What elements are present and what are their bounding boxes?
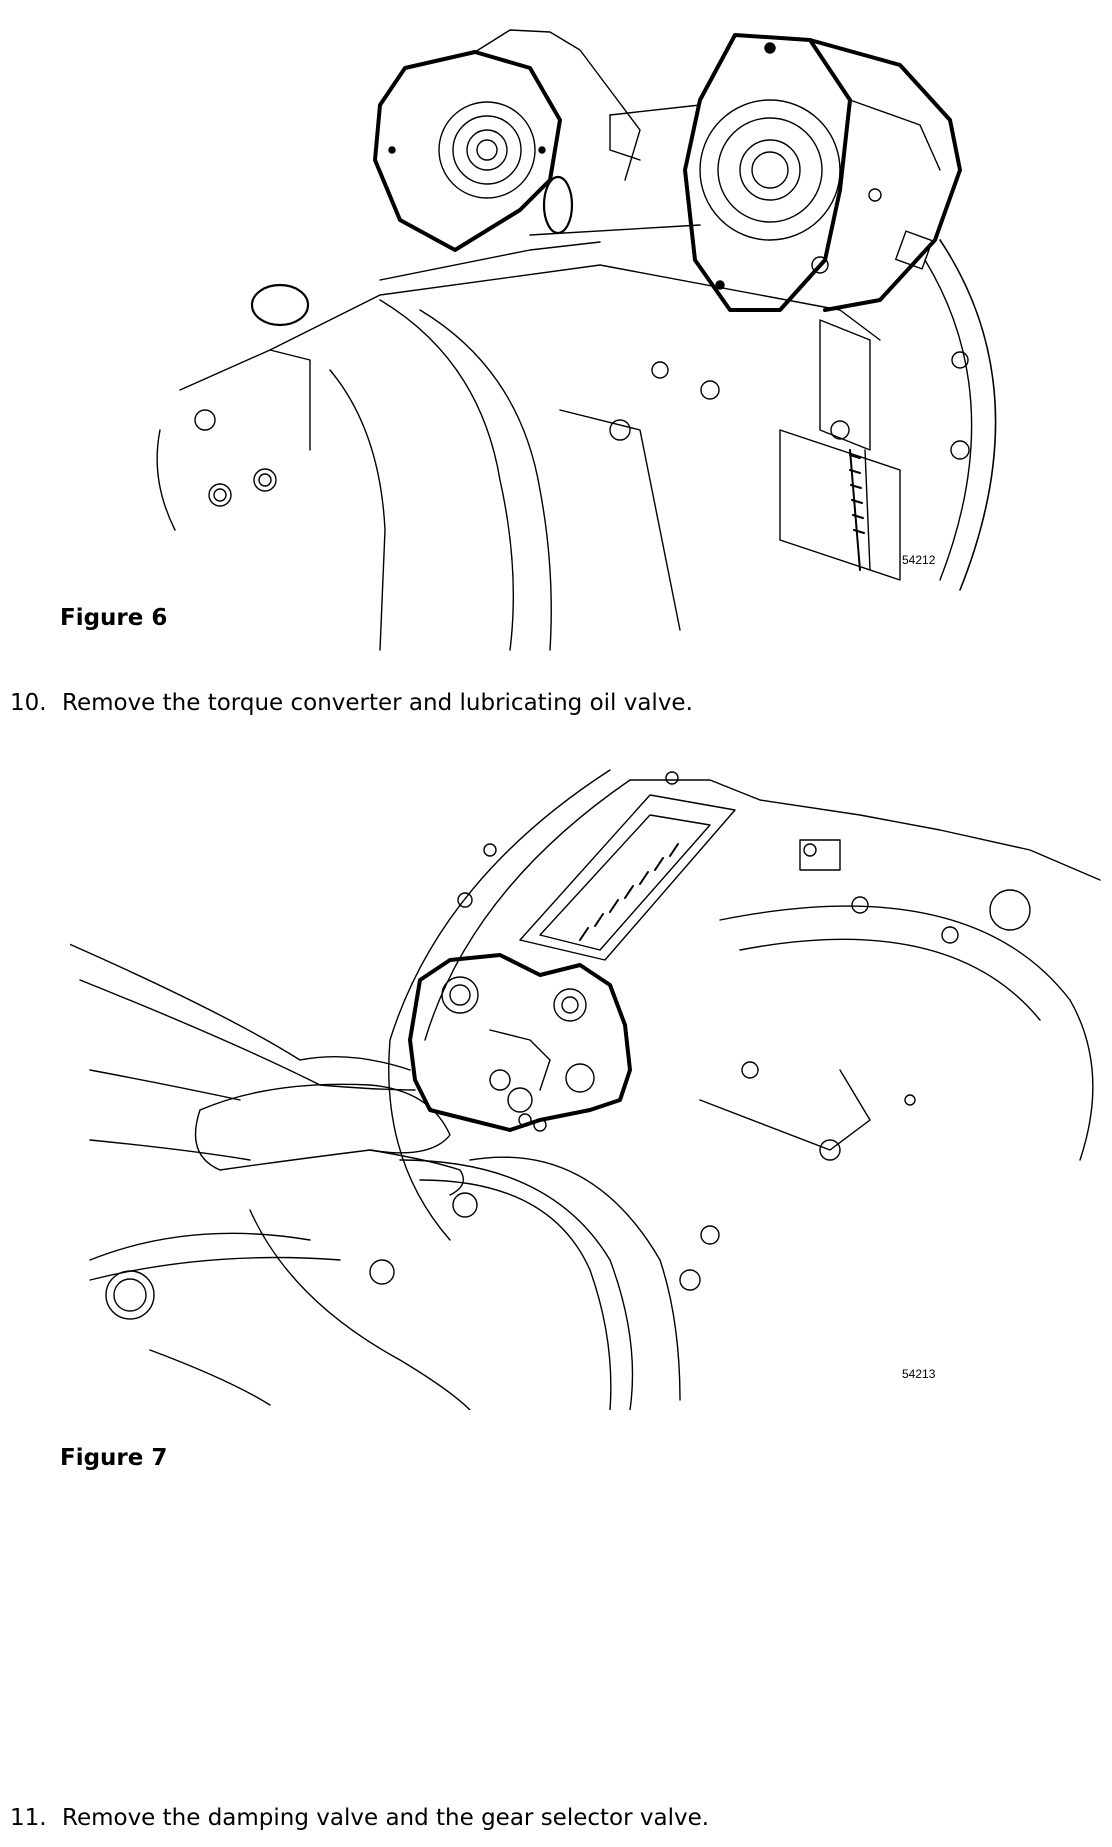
figure-6-image-number: 54212 xyxy=(902,553,936,567)
step-11: 11. Remove the damping valve and the gear… xyxy=(10,1805,709,1831)
step-11-text: Remove the damping valve and the gear se… xyxy=(62,1805,710,1831)
figure-6-illustration xyxy=(80,10,1030,670)
figure-6-caption: Figure 6 xyxy=(60,605,168,631)
step-10-text: Remove the torque converter and lubricat… xyxy=(62,690,693,716)
step-11-number: 11. xyxy=(10,1805,47,1831)
figure-7-image-number: 54213 xyxy=(902,1367,936,1381)
step-10: 10. Remove the torque converter and lubri… xyxy=(10,690,693,716)
figure-7-illustration xyxy=(70,740,1112,1410)
step-10-number: 10. xyxy=(10,690,47,716)
figure-7-caption: Figure 7 xyxy=(60,1445,168,1471)
